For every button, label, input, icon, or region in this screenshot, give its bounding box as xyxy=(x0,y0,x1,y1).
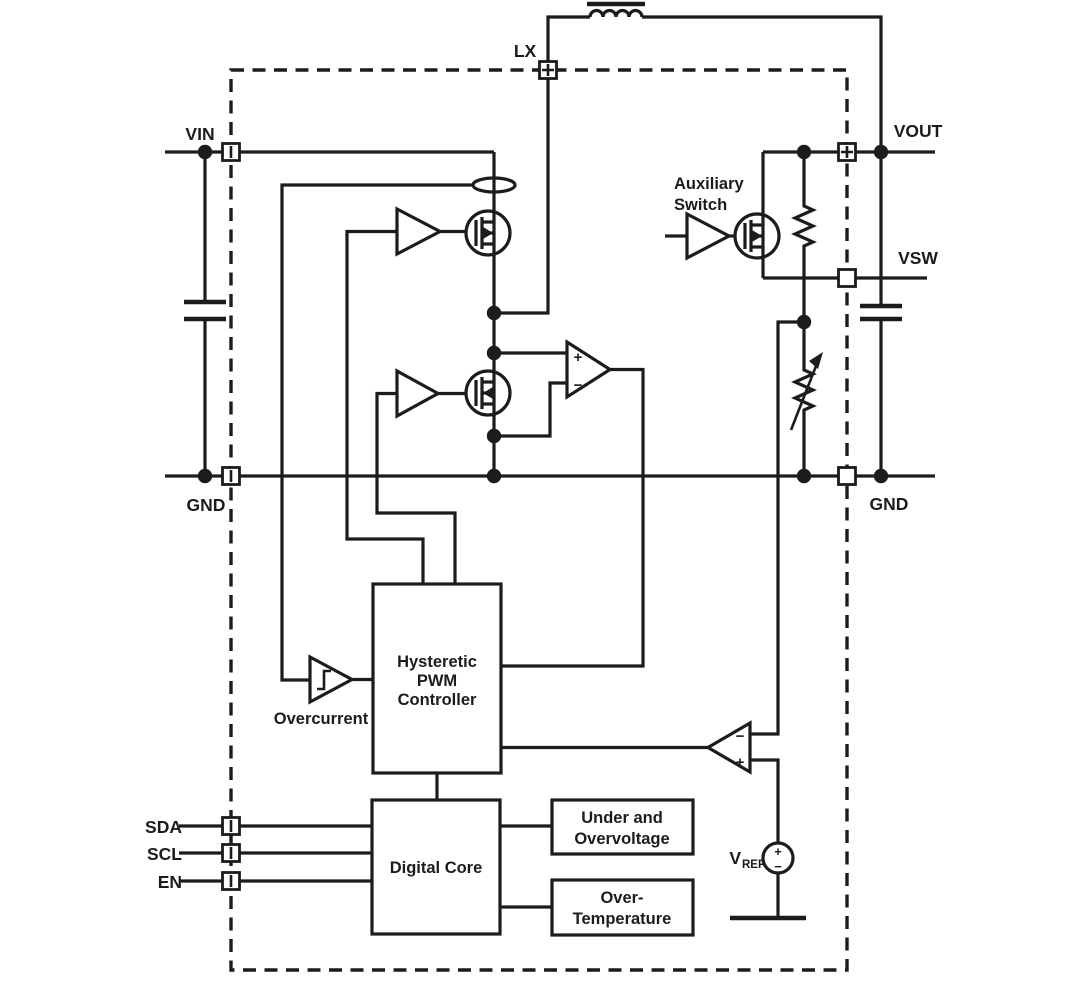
aux-driver-triangle xyxy=(685,211,733,261)
pwm-controller-label-3: Controller xyxy=(398,691,477,709)
overtemp-label-2: Temperature xyxy=(573,910,672,928)
current-sense-wire xyxy=(280,183,473,682)
zerocross-minus-sign: − xyxy=(574,377,583,394)
junction-dot xyxy=(486,345,502,361)
lx-wire-down xyxy=(494,79,550,315)
lowside-driver-triangle xyxy=(395,368,442,419)
hysteresis-step-icon xyxy=(317,669,331,691)
aux-mosfet xyxy=(733,212,781,260)
feedback-triangle xyxy=(704,720,752,775)
junction-dot xyxy=(873,144,889,160)
pwm-controller-block: Hysteretic PWM Controller xyxy=(371,582,503,775)
highside-gate-route xyxy=(345,229,425,584)
overtemp-label-1: Over- xyxy=(600,889,643,907)
highside-mosfet-arrow xyxy=(483,227,493,239)
feedback-plus-wire xyxy=(750,758,780,843)
junction-dot xyxy=(796,314,812,330)
aux-switch-label-2: Switch xyxy=(674,196,727,214)
gnd-right-pin xyxy=(837,466,857,486)
junction-dot xyxy=(873,468,889,484)
current-sense-loop xyxy=(471,176,517,194)
uvov-label-1: Under and xyxy=(581,809,663,827)
vref-plus-sign: + xyxy=(774,844,782,859)
variable-resistor-arrow-line xyxy=(789,365,818,431)
digital-core-block: Digital Core xyxy=(370,798,502,936)
variable-resistor-arrowhead xyxy=(809,352,823,369)
overcurrent-triangle xyxy=(308,654,356,705)
vref-minus-sign: − xyxy=(774,859,782,874)
vsw-label: VSW xyxy=(898,248,938,268)
lowside-gate-route xyxy=(375,391,457,584)
package-pins xyxy=(221,60,857,891)
junction-dot xyxy=(486,305,502,321)
highside-mosfet xyxy=(464,209,512,257)
vref-label-main: V xyxy=(729,848,741,868)
junction-dot xyxy=(796,468,812,484)
lx-label: LX xyxy=(514,41,537,61)
sda-label: SDA xyxy=(145,817,182,837)
uvov-block: Under and Overvoltage xyxy=(550,798,695,856)
en-label: EN xyxy=(158,872,182,892)
inductor-to-vout-wire xyxy=(642,15,883,152)
zerocross-plus-sign: + xyxy=(574,349,583,366)
vin-label: VIN xyxy=(185,124,214,144)
zerocross-comparator: + − xyxy=(565,339,613,400)
gnd-left-label: GND xyxy=(187,495,226,515)
pwm-controller-box xyxy=(371,582,503,775)
aux-switch-label-1: Auxiliary xyxy=(674,175,745,193)
junction-dot xyxy=(796,144,812,160)
lowside-mosfet xyxy=(464,369,512,417)
digital-core-label: Digital Core xyxy=(390,859,483,877)
highside-mosfet-taps xyxy=(482,211,496,255)
junction-dot xyxy=(486,468,502,484)
pwm-controller-label-2: PWM xyxy=(417,672,457,690)
lx-wire-up xyxy=(546,15,590,61)
digital-core-box xyxy=(370,798,502,936)
aux-mosfet-taps xyxy=(751,214,765,258)
annotation-labels: Auxiliary Switch Overcurrent V REF xyxy=(274,175,765,871)
feedback-comparator: − + xyxy=(704,720,752,775)
overtemp-box xyxy=(550,878,695,937)
lowside-mosfet-taps xyxy=(482,371,496,415)
junction-dot xyxy=(197,468,213,484)
feedback-minus-wire xyxy=(750,320,804,736)
feedback-resistor-branch xyxy=(791,152,817,278)
variable-resistor-branch xyxy=(791,278,817,476)
lx-pin-cross xyxy=(542,64,554,76)
zerocross-triangle xyxy=(565,339,613,400)
zerocross-minus-wire xyxy=(494,381,567,438)
wires xyxy=(165,15,935,921)
aux-mosfet-arrow xyxy=(752,230,762,242)
overtemp-block: Over- Temperature xyxy=(550,878,695,937)
uvov-box xyxy=(550,798,695,856)
pwm-controller-label-1: Hysteretic xyxy=(397,653,477,671)
junction-dots xyxy=(197,144,889,484)
highside-driver-triangle xyxy=(395,206,444,257)
variable-resistor-arrow xyxy=(789,352,823,431)
overcurrent-comparator xyxy=(308,654,356,705)
vref-label-sub: REF xyxy=(742,859,765,871)
vref-source: + − xyxy=(761,841,795,875)
zerocross-output-wire xyxy=(501,367,645,668)
vsw-pin xyxy=(837,268,857,288)
ic-boundary xyxy=(229,68,849,972)
input-capacitor xyxy=(184,299,226,322)
pin-labels: VIN LX VOUT VSW GND GND SDA SCL EN xyxy=(145,41,943,892)
vref-circle xyxy=(761,841,795,875)
vout-pin-cross xyxy=(841,146,853,158)
vout-label: VOUT xyxy=(894,121,943,141)
uvov-label-2: Overvoltage xyxy=(574,830,669,848)
inductor-coils xyxy=(588,8,644,18)
overcurrent-label: Overcurrent xyxy=(274,710,369,728)
gnd-right-label: GND xyxy=(870,494,909,514)
feedback-plus-sign: + xyxy=(736,754,745,771)
scl-label: SCL xyxy=(147,844,182,864)
inductor xyxy=(587,1,645,18)
junction-dot xyxy=(486,428,502,444)
feedback-minus-sign: − xyxy=(736,728,745,745)
lowside-mosfet-arrow xyxy=(483,387,493,399)
output-capacitor xyxy=(860,303,902,322)
junction-dot xyxy=(197,144,213,160)
